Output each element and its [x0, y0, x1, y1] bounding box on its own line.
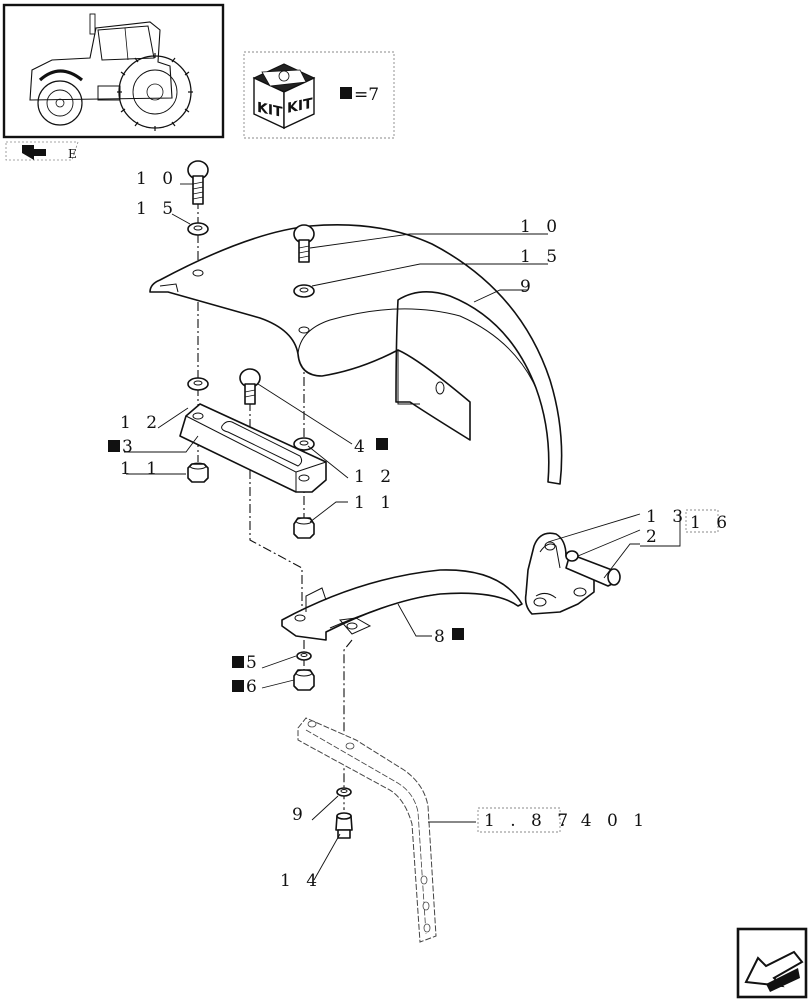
kit-marker-3	[108, 440, 120, 452]
callout-12-left: 1 2	[120, 413, 162, 433]
kit-marker-6	[232, 680, 244, 692]
slotted-bracket-plate[interactable]	[179, 403, 327, 493]
kit-marker-4	[376, 438, 388, 450]
kit-marker-5	[232, 656, 244, 668]
washer-top-left[interactable]	[187, 222, 209, 236]
nut-right[interactable]	[293, 517, 315, 539]
callout-labels: 1 0 1 5 1 0 1 5 9 1 2 3 1 1 4 1 2 1 1 1 …	[108, 169, 732, 891]
nut-left[interactable]	[187, 462, 209, 483]
kit-marker-square	[340, 87, 352, 99]
svg-text:KIT: KIT	[257, 100, 283, 121]
callout-5: 5	[246, 653, 257, 673]
washer-top-right[interactable]	[293, 284, 315, 298]
callout-6: 6	[246, 677, 257, 697]
nut-lower[interactable]	[293, 669, 315, 691]
callout-16-box	[685, 509, 719, 533]
front-fender[interactable]	[149, 224, 563, 485]
kit-legend: KIT KIT =7	[243, 51, 395, 139]
reference-box	[477, 807, 561, 833]
callout-9-lower: 9	[292, 805, 303, 825]
back-arrow-icon	[22, 145, 46, 160]
callout-10-right: 1 0	[520, 217, 562, 237]
callout-12-right: 1 2	[354, 467, 396, 487]
callout-3-left: 3	[122, 437, 133, 457]
previous-page-tab[interactable]: E	[5, 141, 79, 161]
callout-15-right: 1 5	[520, 247, 562, 267]
callout-14: 1 4	[280, 871, 322, 891]
callout-10-top: 1 0	[136, 169, 178, 189]
kit-marker-8	[452, 628, 464, 640]
thumbnail-caption: E	[68, 147, 77, 161]
callout-13: 1 3	[646, 507, 688, 527]
callout-11-right: 1 1	[354, 493, 396, 513]
callout-9-right: 9	[520, 277, 531, 297]
callout-8: 8	[434, 627, 445, 647]
carriage-bolt-middle[interactable]	[239, 368, 261, 405]
carriage-bolt-top-left[interactable]	[187, 160, 209, 205]
hex-bolt-right[interactable]	[565, 550, 621, 587]
curved-fender-support[interactable]	[281, 569, 523, 641]
washer-bottom[interactable]	[336, 787, 352, 797]
callout-11-left: 1 1	[120, 459, 162, 479]
hex-bolt-bottom[interactable]	[335, 812, 353, 839]
washer-lower[interactable]	[296, 651, 312, 661]
callout-16: 1 6	[690, 513, 732, 533]
reference-boxed-text: 1 . 8 7	[484, 811, 573, 831]
next-page-button[interactable]	[736, 927, 808, 999]
callout-15-top: 1 5	[136, 199, 178, 219]
callout-4-right: 4	[354, 437, 365, 457]
kit-box-icon: KIT KIT	[252, 63, 316, 130]
tractor-thumbnail[interactable]	[2, 3, 225, 139]
support-arm[interactable]	[297, 717, 437, 943]
callout-2: 2	[646, 527, 657, 547]
carriage-bolt-top-right[interactable]	[293, 224, 315, 263]
reference-rest-text: . 4 0 1	[560, 811, 649, 831]
svg-text:KIT: KIT	[287, 96, 313, 117]
leader-lines	[124, 183, 681, 881]
kit-legend-text: =7	[354, 85, 379, 105]
washer-mid-left[interactable]	[187, 377, 209, 391]
